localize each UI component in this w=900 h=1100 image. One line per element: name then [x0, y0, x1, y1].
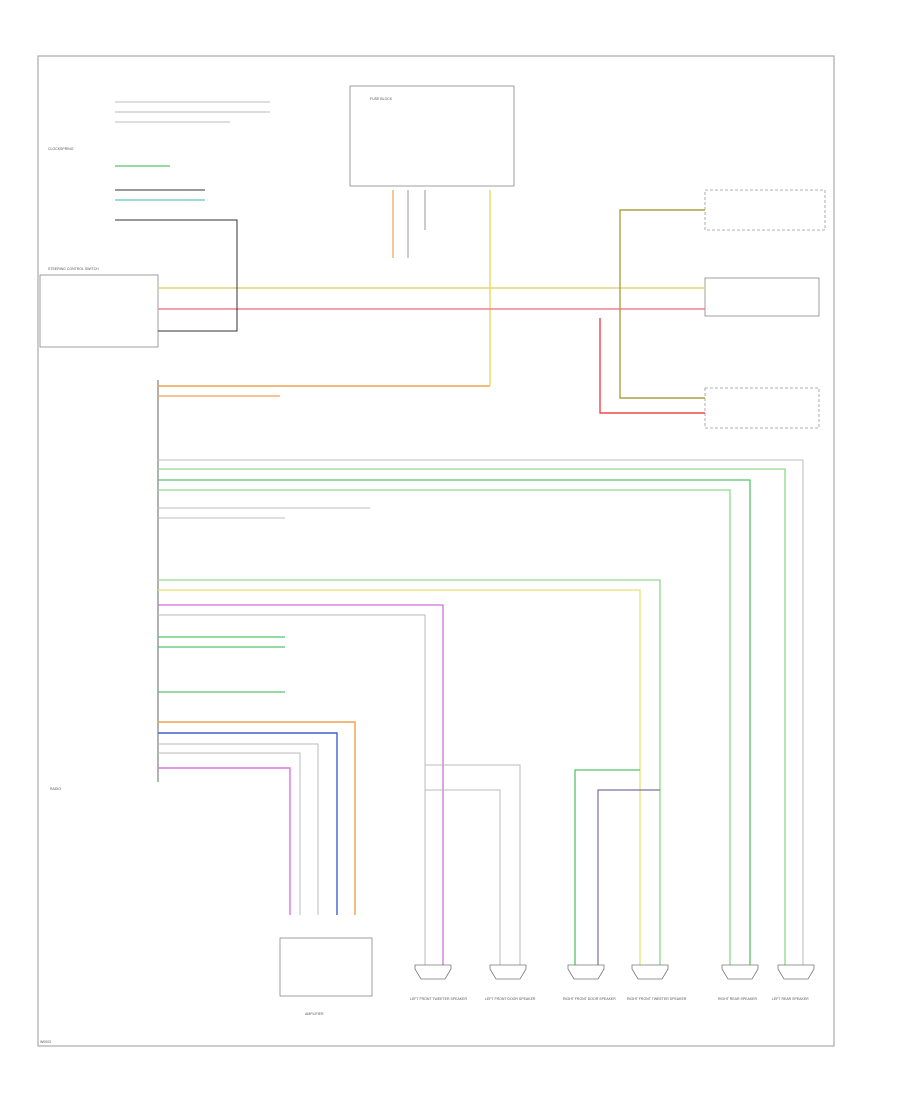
amplifier-label: AMPLIFIER: [305, 1012, 324, 1016]
wire-lft-gray: [158, 614, 426, 965]
wire-rfd-green: [574, 769, 640, 965]
remote-switch-right-box: [704, 277, 820, 317]
svg-text:LEFT REAR SPEAKER: LEFT REAR SPEAKER: [772, 997, 809, 1001]
diagram-border: [37, 55, 835, 1047]
wire-amp-pink: [158, 767, 291, 915]
wire-olive-riser: [619, 209, 705, 399]
wire-rft-yellow: [158, 589, 641, 965]
wire-amp-blue: [158, 732, 338, 915]
corner-label: W0003: [40, 1040, 51, 1044]
amplifier-box: [279, 937, 373, 997]
speaker-right-front-door: RIGHT FRONT DOOR SPEAKER: [563, 964, 616, 1001]
clockspring-label: CLOCKSPRING: [48, 147, 74, 151]
wire-rr-green: [158, 468, 786, 965]
steering-control-label: STEERING CONTROL SWITCH: [48, 267, 99, 271]
fuse-block-box: [349, 85, 515, 187]
svg-text:RIGHT FRONT DOOR SPEAKER: RIGHT FRONT DOOR SPEAKER: [563, 997, 616, 1001]
wire-amp-orange: [158, 721, 356, 915]
wire-amp-gray-2: [158, 752, 301, 915]
speaker-left-front-door: LEFT FRONT DOOR SPEAKER: [485, 964, 536, 1001]
wire-amp-gray-1: [158, 743, 319, 915]
wire-ground-loop: [115, 219, 238, 332]
radio-label: RADIO: [50, 787, 61, 791]
wire-lr-lgreen: [158, 489, 731, 965]
wire-rft-green: [158, 579, 661, 965]
wire-lfd-gray: [425, 764, 521, 965]
speaker-left-front-tweeter: LEFT FRONT TWEETER SPEAKER: [410, 964, 467, 1001]
wire-rr-gray: [158, 459, 804, 965]
remote-switch-bottom-box: [704, 387, 820, 429]
wire-rfd-purple: [597, 789, 660, 965]
svg-text:RIGHT FRONT TWEETER SPEAKER: RIGHT FRONT TWEETER SPEAKER: [627, 997, 687, 1001]
svg-text:LEFT FRONT DOOR SPEAKER: LEFT FRONT DOOR SPEAKER: [485, 997, 536, 1001]
wire-lfd-gray-2: [425, 789, 501, 965]
speaker-left-rear: LEFT REAR SPEAKER: [772, 964, 815, 1001]
wire-red-riser: [599, 318, 705, 414]
fuse-block-label: FUSE BLOCK: [370, 97, 393, 101]
wire-lft-magenta: [158, 604, 444, 965]
remote-switch-left-box: [704, 189, 826, 231]
steering-control-box: [39, 274, 159, 348]
speaker-right-front-tweeter: RIGHT FRONT TWEETER SPEAKER: [627, 964, 687, 1001]
wire-lr-green: [158, 479, 751, 965]
speaker-right-rear: RIGHT REAR SPEAKER: [718, 964, 759, 1001]
svg-text:RIGHT REAR SPEAKER: RIGHT REAR SPEAKER: [718, 997, 758, 1001]
svg-text:LEFT FRONT TWEETER SPEAKER: LEFT FRONT TWEETER SPEAKER: [410, 997, 467, 1001]
